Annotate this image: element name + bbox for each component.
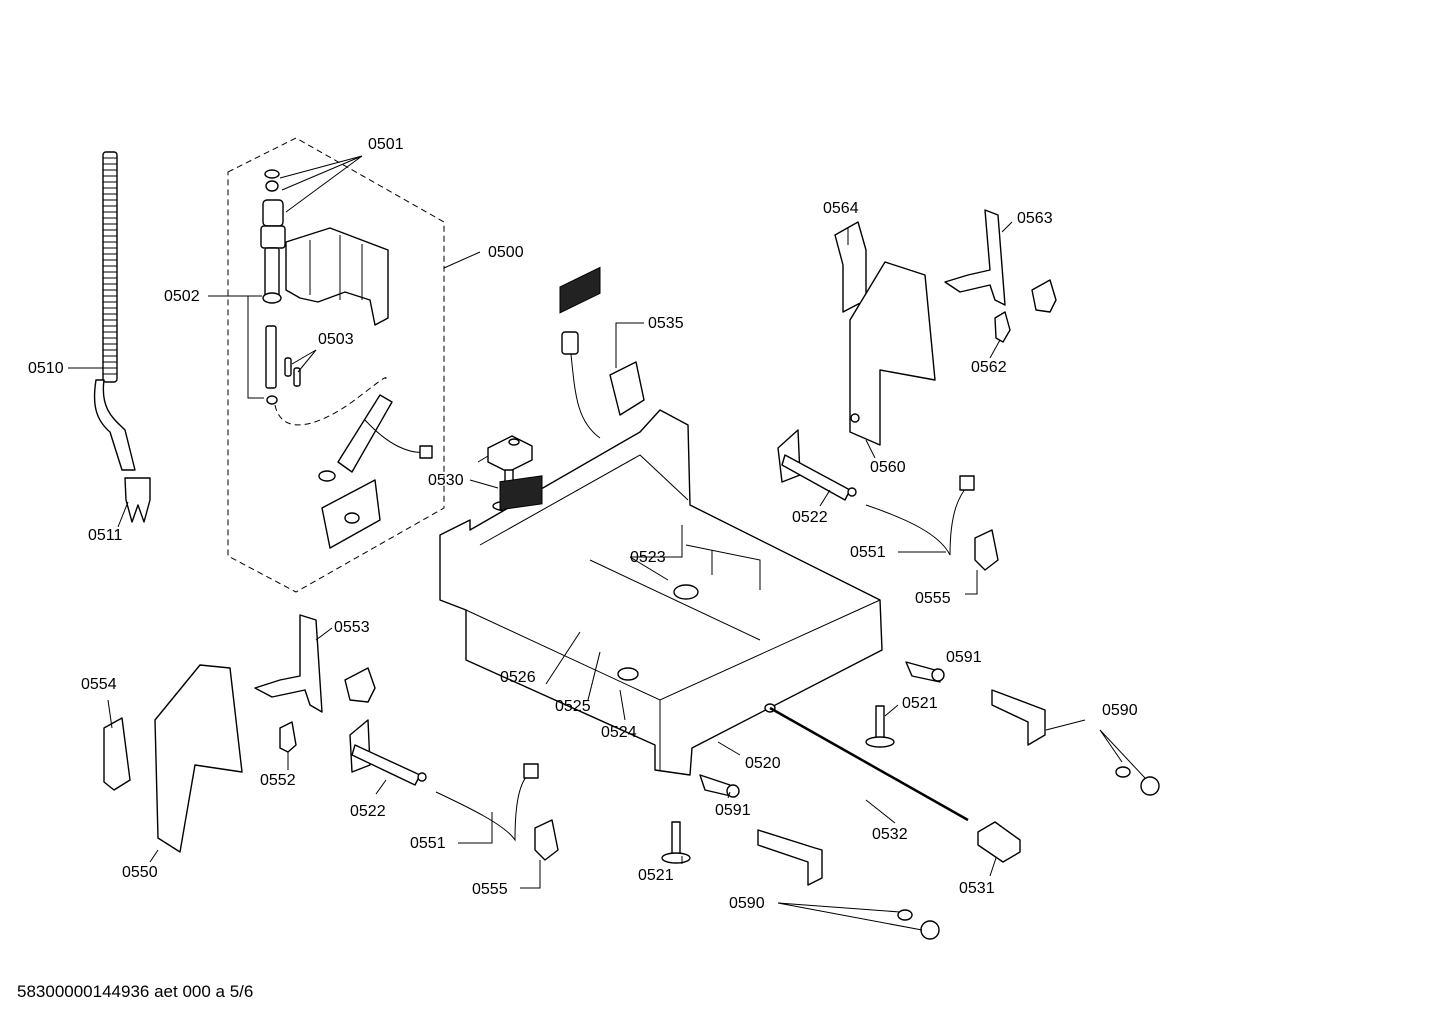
document-id-footer: 58300000144936 aet 000 a 5/6 xyxy=(17,982,254,1001)
label-0503: 0503 xyxy=(318,331,354,348)
label-0521-right: 0521 xyxy=(902,695,938,712)
part-0522-right-spring xyxy=(777,429,857,501)
part-0563-hinge xyxy=(944,209,1057,313)
part-0590-left-screw xyxy=(897,909,940,940)
part-0500-housing xyxy=(285,227,389,326)
label-0591-right: 0591 xyxy=(946,649,982,666)
part-0521-left-foot xyxy=(661,821,691,864)
part-0532-rod xyxy=(769,706,969,822)
part-0500-drain-hose xyxy=(318,394,433,482)
label-0553: 0553 xyxy=(334,619,370,636)
label-0521-left: 0521 xyxy=(638,867,674,884)
part-0590-right-screw xyxy=(1115,766,1160,796)
label-0526: 0526 xyxy=(500,669,536,686)
label-0522-right: 0522 xyxy=(792,509,828,526)
label-0520: 0520 xyxy=(745,755,781,772)
part-0522-left-spring xyxy=(349,719,427,786)
label-0502: 0502 xyxy=(164,288,200,305)
part-0503-fuses xyxy=(274,357,387,426)
part-0531-knob xyxy=(977,821,1021,863)
part-0510-hose xyxy=(93,151,136,471)
part-0555-right-cap xyxy=(974,529,999,571)
label-0500: 0500 xyxy=(488,244,524,261)
label-0555-right: 0555 xyxy=(915,590,951,607)
part-0554-cap xyxy=(103,717,131,791)
part-0564-bracket xyxy=(834,221,867,313)
label-0563: 0563 xyxy=(1017,210,1053,227)
label-0552: 0552 xyxy=(260,772,296,789)
part-0562-clip xyxy=(994,311,1011,343)
label-0525: 0525 xyxy=(555,698,591,715)
part-0511-clamp xyxy=(124,477,151,523)
part-0502-valve xyxy=(260,169,286,405)
part-0530-cap xyxy=(487,435,533,473)
label-0560: 0560 xyxy=(870,459,906,476)
label-0510: 0510 xyxy=(28,360,64,377)
part-0555-left-cap xyxy=(534,819,559,861)
label-0531: 0531 xyxy=(959,880,995,897)
assembly-0500-boundary xyxy=(227,137,445,593)
label-0522-left: 0522 xyxy=(350,803,386,820)
part-0521-right-foot xyxy=(865,705,895,748)
part-0591-left-screw xyxy=(699,774,740,798)
label-0532: 0532 xyxy=(872,826,908,843)
leader-lines xyxy=(68,155,1146,931)
part-0551-left-cable xyxy=(435,763,539,842)
label-0590-right: 0590 xyxy=(1102,702,1138,719)
part-0551-right-cable xyxy=(865,475,975,556)
label-0523: 0523 xyxy=(630,549,666,566)
part-0535-switch xyxy=(561,331,645,439)
part-0550-bracket xyxy=(154,664,243,853)
part-0500-bracket xyxy=(321,479,381,549)
label-0591-left: 0591 xyxy=(715,802,751,819)
part-0591-right-screw xyxy=(905,661,945,683)
label-0551-left: 0551 xyxy=(410,835,446,852)
part-0553-hinge xyxy=(254,614,376,713)
label-0550: 0550 xyxy=(122,864,158,881)
label-0524: 0524 xyxy=(601,724,637,741)
part-0520-base-tub xyxy=(439,266,883,776)
label-0555-left: 0555 xyxy=(472,881,508,898)
part-0590-right-rail xyxy=(991,689,1046,746)
part-0560-bracket xyxy=(849,261,936,446)
label-0535: 0535 xyxy=(648,315,684,332)
label-0562: 0562 xyxy=(971,359,1007,376)
label-0511: 0511 xyxy=(88,527,123,544)
label-0590-left: 0590 xyxy=(729,895,765,912)
label-0551-right: 0551 xyxy=(850,544,886,561)
label-0564: 0564 xyxy=(823,200,859,217)
label-0554: 0554 xyxy=(81,676,117,693)
part-0552-clip xyxy=(279,721,297,753)
label-0501: 0501 xyxy=(368,136,404,153)
part-0590-left-rail xyxy=(757,829,823,886)
label-0530: 0530 xyxy=(428,472,464,489)
